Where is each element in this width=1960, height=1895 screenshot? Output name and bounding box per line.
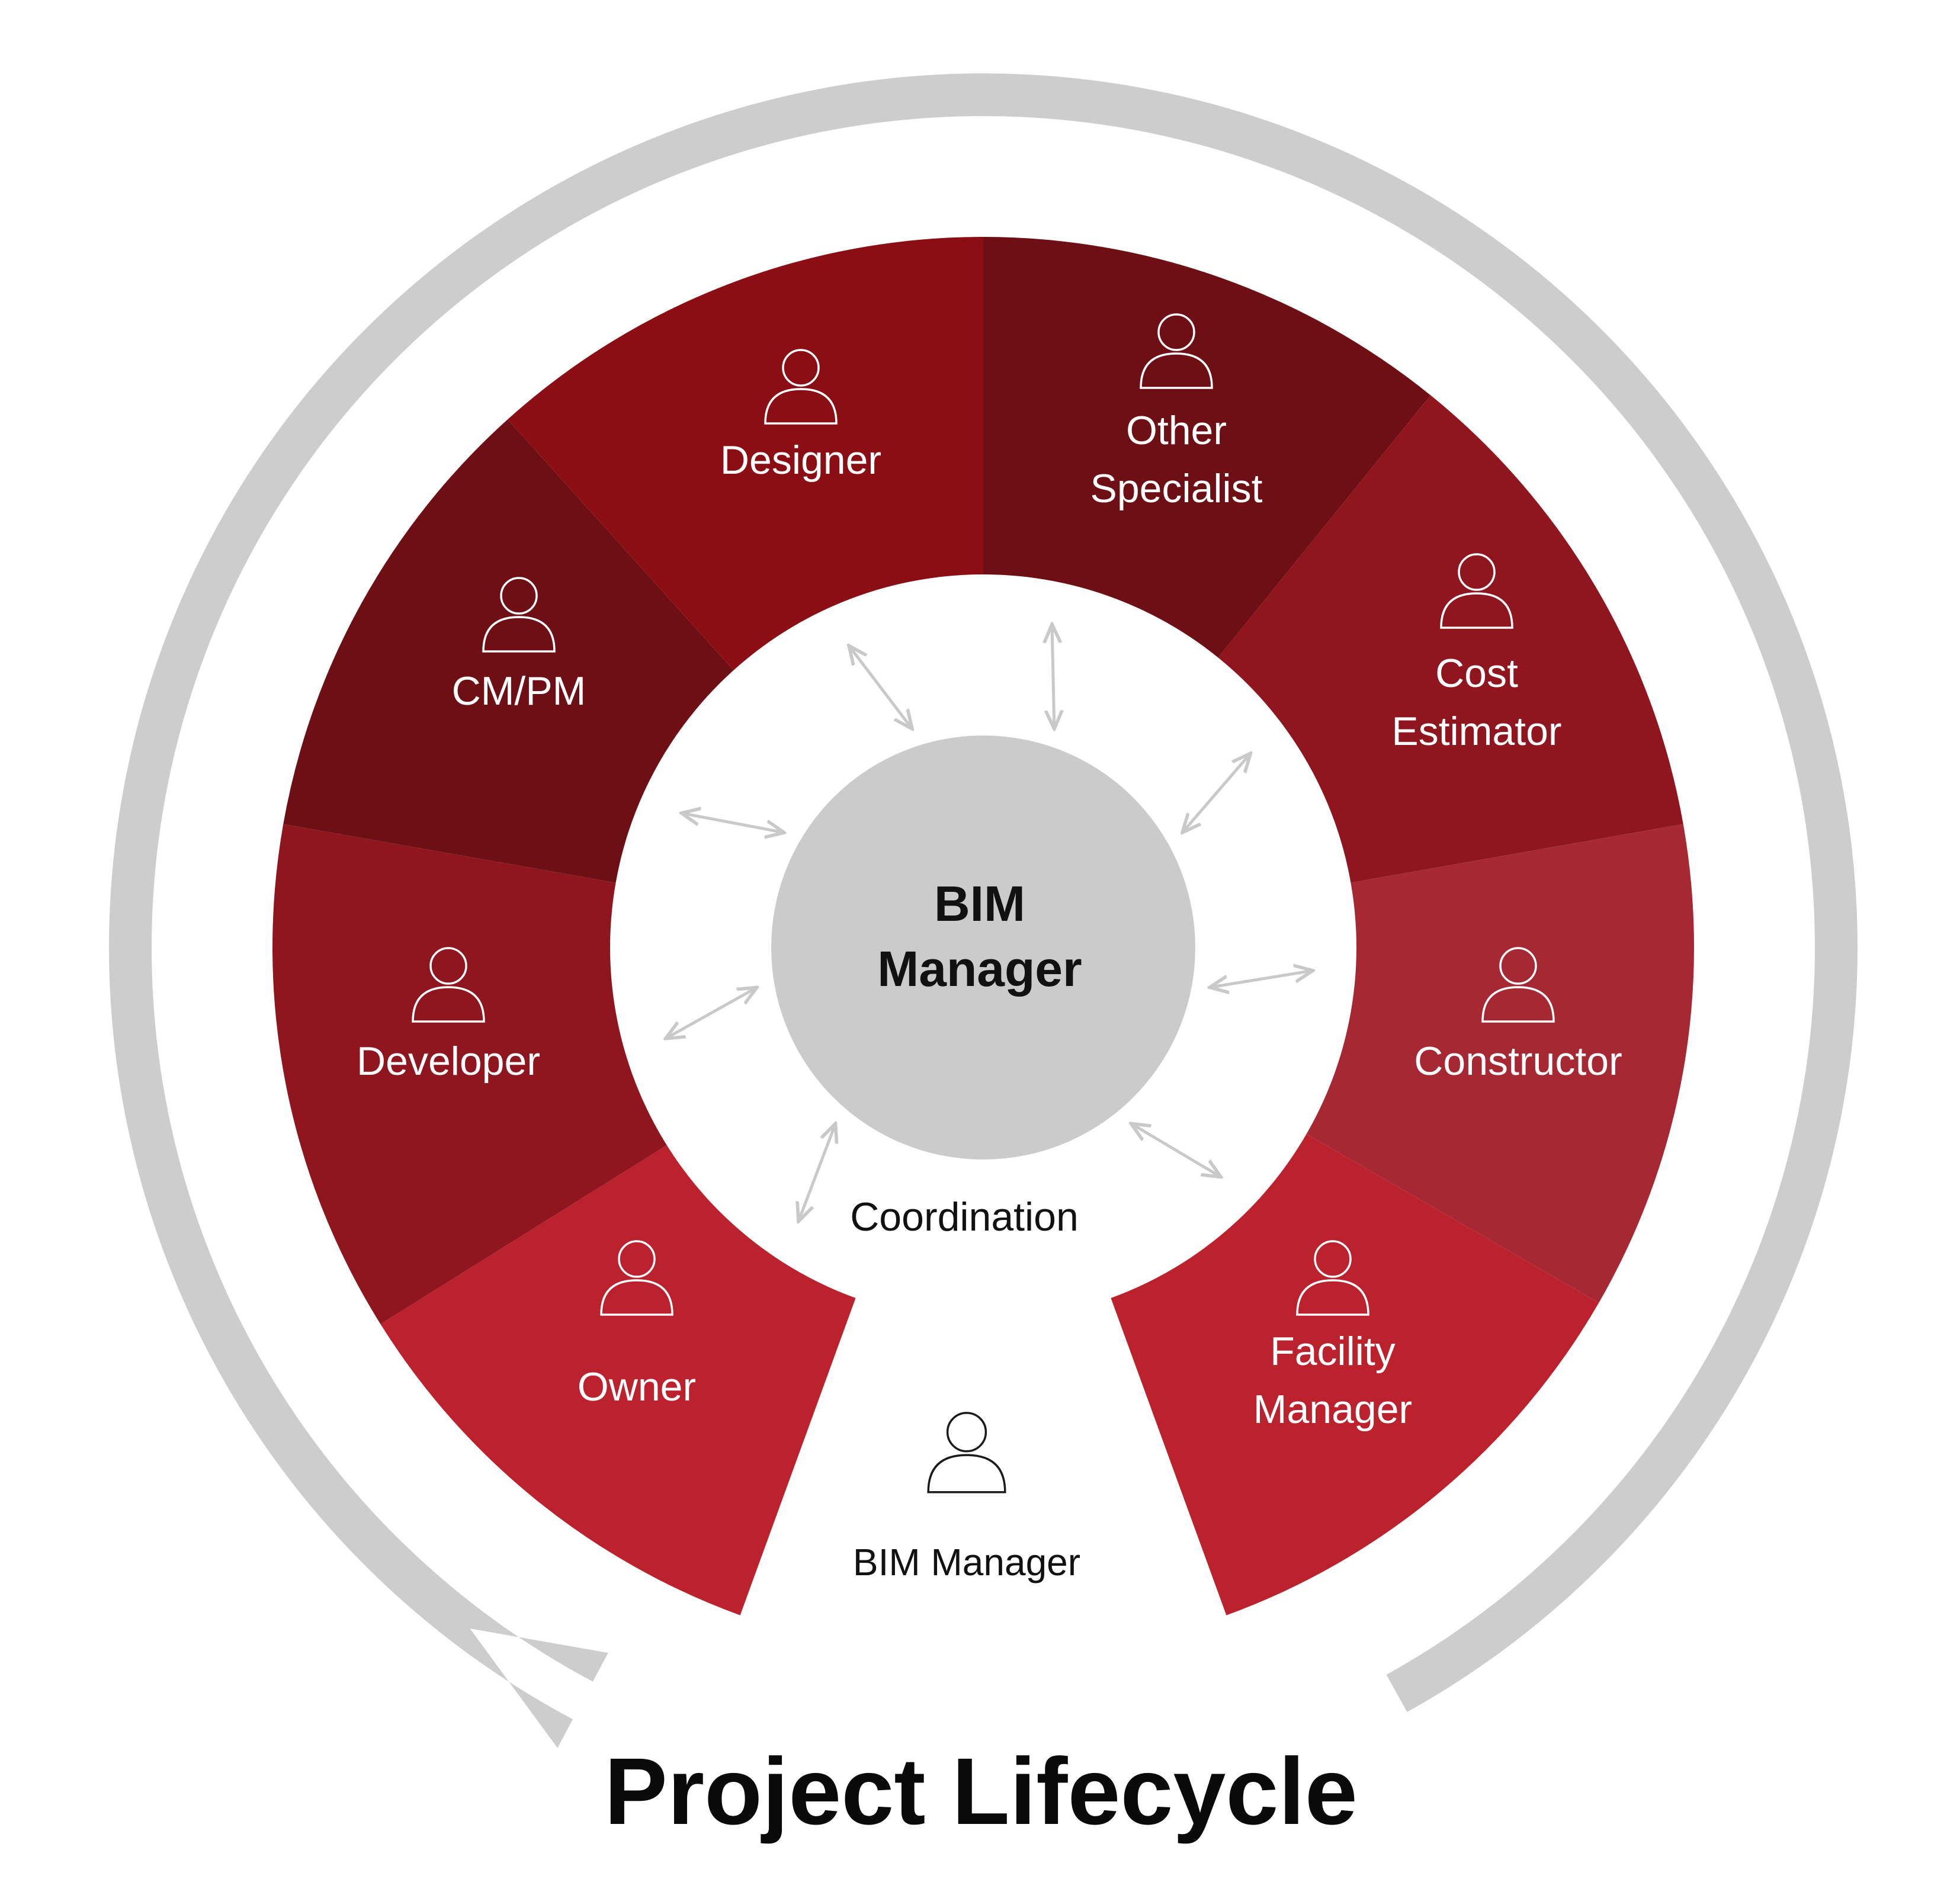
person-icon	[1296, 1240, 1369, 1316]
double-arrow-icon	[1210, 971, 1313, 987]
segment-label-constructor-0: Constructor	[1414, 1039, 1622, 1084]
person-icon	[1140, 313, 1213, 389]
segment-label-designer-0: Designer	[720, 438, 881, 483]
person-icon	[1481, 947, 1555, 1023]
double-arrow-icon	[798, 1123, 836, 1221]
segment-label-other-specialist-0: Other	[1126, 408, 1227, 453]
double-arrow-icon	[1182, 753, 1250, 833]
bottom-person-group	[927, 1412, 1006, 1493]
person-icon	[1440, 553, 1513, 629]
center-title-line-2: Manager	[877, 941, 1082, 997]
double-arrow-icon	[849, 645, 912, 729]
segment-facility-manager	[1109, 1131, 1599, 1615]
segment-designer	[508, 237, 983, 675]
center-title-line-1: BIM	[934, 876, 1025, 932]
segment-label-cm-pm-0: CM/PM	[452, 669, 586, 714]
segment-label-facility-manager-0: Facility	[1270, 1329, 1396, 1374]
double-arrow-icon	[1131, 1123, 1221, 1177]
center-hub	[771, 735, 1195, 1160]
role-segments	[272, 237, 1694, 1615]
coordination-connectors	[666, 624, 1313, 1221]
person-icon	[764, 349, 838, 425]
segment-other-specialist	[983, 237, 1431, 663]
person-icon	[482, 577, 556, 653]
double-arrow-icon	[666, 987, 757, 1038]
segment-label-cost-estimator-1: Estimator	[1391, 709, 1561, 754]
segment-labels: Owner Developer CM/PM Designer OtherSpeciali…	[357, 313, 1622, 1432]
segment-constructor	[1301, 824, 1694, 1303]
segment-label-cost-estimator-0: Cost	[1435, 651, 1518, 696]
person-icon	[600, 1240, 673, 1316]
segment-label-facility-manager-1: Manager	[1253, 1387, 1412, 1432]
lifecycle-title: Project Lifecycle	[604, 1738, 1358, 1844]
person-icon	[927, 1412, 1006, 1493]
bottom-bim-manager-label: BIM Manager	[853, 1541, 1080, 1584]
segment-label-developer-0: Developer	[357, 1039, 540, 1084]
segment-cost-estimator	[1214, 395, 1683, 884]
coordination-label: Coordination	[850, 1194, 1079, 1239]
bim-manager-gap	[748, 1287, 1219, 1631]
segment-label-owner-0: Owner	[578, 1364, 696, 1409]
double-arrow-icon	[681, 813, 784, 833]
person-icon	[412, 947, 485, 1023]
double-arrow-icon	[1052, 624, 1054, 729]
segment-label-other-specialist-1: Specialist	[1090, 466, 1262, 511]
segment-owner	[380, 1142, 858, 1615]
segment-developer	[272, 824, 672, 1324]
